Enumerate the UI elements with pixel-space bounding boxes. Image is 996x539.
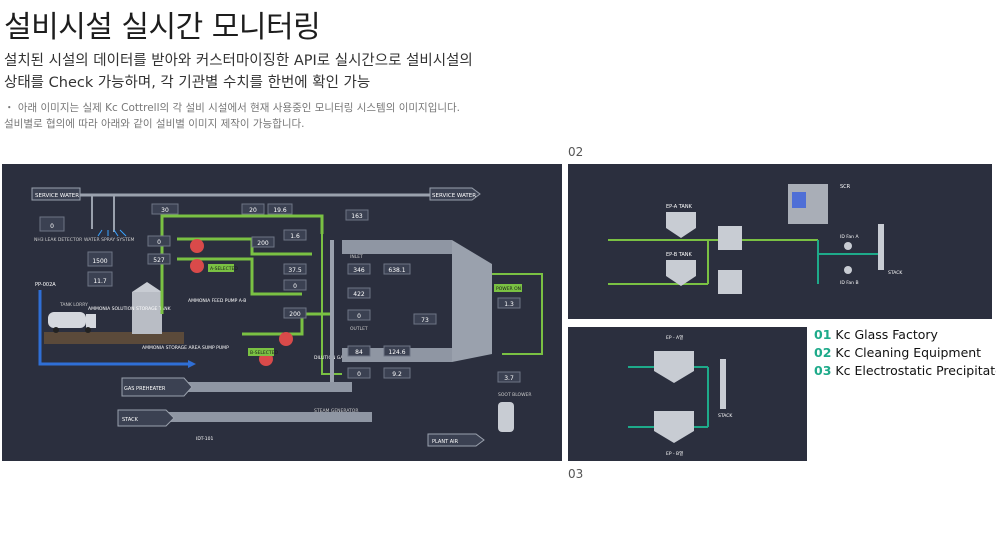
feed-pump-a-icon (190, 239, 204, 273)
inlet-label: INLET (350, 254, 363, 260)
feed-pump-label: AMMONIA FEED PUMP A-B (188, 298, 246, 304)
ep-b-row-icon (654, 411, 694, 443)
note-line-2: 설비별로 협의에 따라 아래와 같이 설비별 이미지 제작이 가능합니다. (4, 118, 305, 130)
precipitator-stack-label: STACK (718, 413, 733, 419)
pp002a-label: PP-002A (35, 282, 56, 288)
id-fan-a-label: ID Fan A (840, 234, 859, 240)
b-selected-badge: B-SELECTED (250, 350, 278, 356)
readout-7: 0 (157, 239, 161, 246)
readout-16: 638.1 (388, 267, 405, 274)
service-water-right-label: SERVICE WATER (432, 193, 476, 199)
readout-13: 200 (289, 311, 301, 318)
tank-lorry-label: TANK LORRY (59, 302, 88, 308)
note-line-1: ・ 아래 이미지는 실제 Kc Cottrell의 각 설비 시설에서 현재 사… (4, 102, 461, 114)
service-water-left-label: SERVICE WATER (35, 193, 79, 199)
page-note: ・ 아래 이미지는 실제 Kc Cottrell의 각 설비 시설에서 현재 사… (4, 100, 524, 132)
ep-a-row-icon (654, 351, 694, 383)
readout-9: 200 (257, 240, 269, 247)
id-fan-icon (844, 242, 852, 274)
scr-reactor-icon (788, 184, 828, 224)
readout-25: 3.7 (504, 375, 514, 382)
readout-8: 527 (153, 257, 165, 264)
a-selected-badge: A-SELECTED (210, 266, 238, 272)
readout-4: 30 (161, 207, 169, 214)
readout-5: 20 (249, 207, 257, 214)
water-spray-label: WATER SPRAY SYSTEM (84, 237, 135, 243)
main-monitoring-panel: SERVICE WATER SERVICE WATER NH3 LEAK DET… (2, 164, 562, 461)
panel-number-03: 03 (568, 467, 584, 481)
ep-b-hopper-icon (666, 260, 696, 286)
soot-blower-label: SOOT BLOWER (498, 392, 532, 398)
readout-20: 84 (355, 349, 363, 356)
stack-label: STACK (122, 417, 139, 423)
readout-2: 1500 (92, 258, 107, 265)
ep-b-tank-label: EP-B TANK (666, 252, 693, 258)
readout-21: 124.6 (388, 349, 405, 356)
storage-tank-label: AMMONIA SOLUTION STORAGE TANK (88, 306, 172, 312)
readout-10: 1.6 (290, 233, 300, 240)
tank-lorry-icon (48, 312, 96, 333)
ep-a-hopper-icon (666, 212, 696, 238)
ep-a-row-label: EP - A열 (666, 334, 683, 341)
air-receiver-icon (498, 402, 514, 432)
page-title: 설비시설 실시간 모니터링 (4, 10, 321, 45)
sump-pump-label: AMMONIA STORAGE AREA SUMP PUMP (142, 345, 229, 351)
stack-icon (878, 224, 884, 270)
readout-3: 11.7 (93, 278, 107, 285)
readout-1: 0 (50, 223, 54, 230)
right-top-stack-label: STACK (888, 270, 903, 276)
outlet-label: OUTLET (350, 326, 368, 332)
cleaning-equipment-diagram: EP-A TANK EP-B TANK SCR ID Fan A ID Fan … (568, 164, 992, 319)
gas-preheater-label: GAS PREHEATER (124, 386, 166, 392)
page-description: 설치된 시설의 데이터를 받아와 커스터마이징한 API로 실시간으로 설비시설… (4, 50, 524, 94)
description-line-1: 설치된 시설의 데이터를 받아와 커스터마이징한 API로 실시간으로 설비시설… (4, 53, 473, 69)
nh3-leak-label: NH3 LEAK DETECTOR (34, 237, 82, 243)
readout-6: 19.6 (273, 207, 287, 214)
description-line-2: 상태를 Check 가능하며, 각 기관별 수치를 한번에 확인 가능 (4, 75, 371, 91)
steam-generator-label: STEAM GENERATOR (314, 408, 358, 414)
readout-12: 0 (293, 283, 297, 290)
water-spray-icon (97, 229, 127, 237)
idt-fan-label: IDT-101 (196, 436, 213, 442)
power-on-badge: POWER ON (496, 286, 521, 292)
readout-11: 37.5 (288, 267, 302, 274)
panel-number-02: 02 (568, 145, 584, 159)
electrostatic-precipitator-panel: EP - A열 EP - B열 STACK (568, 327, 807, 461)
readout-24: 1.3 (504, 301, 514, 308)
readout-19: 73 (421, 317, 429, 324)
ep-a-tank-label: EP-A TANK (666, 204, 693, 210)
dilution-blower-label: DILUTION GAS BLOWER (314, 355, 367, 361)
cleaning-equipment-panel: EP-A TANK EP-B TANK SCR ID Fan A ID Fan … (568, 164, 992, 319)
main-process-diagram: SERVICE WATER SERVICE WATER NH3 LEAK DET… (2, 164, 562, 461)
collector-icon (718, 226, 742, 294)
readout-15: 346 (353, 267, 365, 274)
id-fan-b-label: ID Fan B (840, 280, 859, 286)
readout-22: 0 (357, 371, 361, 378)
readout-17: 422 (353, 291, 365, 298)
precipitator-stack-icon (720, 359, 726, 409)
ep-b-row-label: EP - B열 (666, 450, 683, 457)
scr-label: SCR (840, 184, 851, 190)
readout-18: 0 (357, 313, 361, 320)
electrostatic-precipitator-diagram: EP - A열 EP - B열 STACK (568, 327, 807, 461)
plant-air-label: PLANT AIR (432, 439, 459, 445)
readout-23: 9.2 (392, 371, 402, 378)
readout-14: 163 (351, 213, 363, 220)
ammonia-storage-tank-icon (132, 282, 162, 334)
